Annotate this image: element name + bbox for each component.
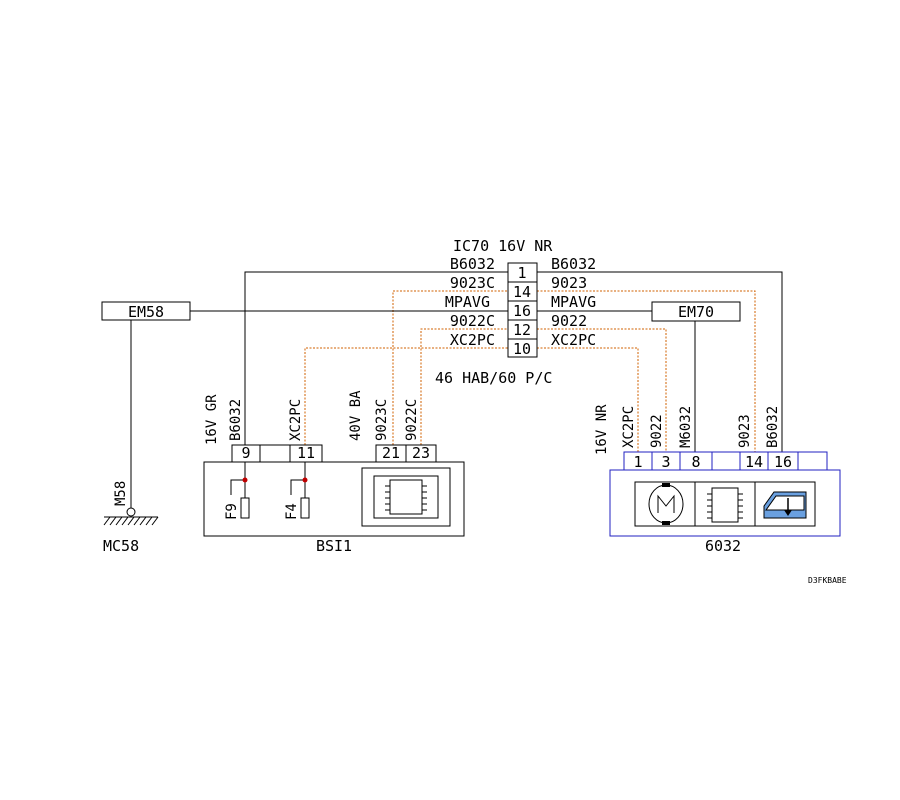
ground-symbol [103,507,159,526]
wire-label: B6032 [551,255,596,273]
module-pin: 8 [691,453,700,471]
em58-label: EM58 [128,303,164,321]
module-wire-label: B6032 [765,406,781,448]
module-wire-label: 9023 [737,414,753,448]
bsi-connector-label: 16V GR [204,394,220,445]
wire-label: 9023 [551,274,587,292]
bsi-module [203,444,465,537]
wire-b6032-left [244,271,508,445]
bsi-wire-label: 9023C [374,399,390,441]
module-wire-label: M6032 [678,406,694,448]
bsi-wire-label: B6032 [228,399,244,441]
module-pin: 3 [661,453,670,471]
wire-label: MPAVG [445,293,490,311]
bsi-pin: 9 [241,444,250,462]
bsi-wire-label: 9022C [404,399,420,441]
ground-wire-label: M58 [113,481,129,506]
wire-label: XC2PC [551,331,596,349]
connector-ic70: 1 14 16 12 10 [507,262,538,358]
connector-pin: 1 [517,264,526,282]
module-wire-label: 9022 [649,414,665,448]
module-pin: 14 [745,453,763,471]
wire-label: XC2PC [450,331,495,349]
bsi-pin: 21 [382,444,400,462]
connector-pin: 12 [513,321,531,339]
connector-pin: 10 [513,340,531,358]
bsi-pin: 11 [297,444,315,462]
wire-label: 9023C [450,274,495,292]
module-name: 6032 [705,537,741,555]
chip-icon [707,487,743,523]
module-wire-label: XC2PC [621,406,637,448]
wire-b6032-right [537,271,783,452]
module-pin: 16 [774,453,792,471]
connector-title: IC70 16V NR [453,237,553,255]
module-pin: 1 [633,453,642,471]
module-6032 [609,451,841,537]
fuse-label: F4 [284,503,300,520]
em70-splice [651,301,741,322]
reference-code: D3FKBABE [808,576,847,585]
wire-label: B6032 [450,255,495,273]
wire-label: MPAVG [551,293,596,311]
connector-pin: 14 [513,283,531,301]
wire-label: 9022C [450,312,495,330]
bsi-connector-label: 40V BA [348,390,364,441]
window-lift-icon [763,491,807,519]
em58-splice [101,301,191,321]
connector-pin: 16 [513,302,531,320]
wire-9023 [537,290,756,452]
bsi-name: BSI1 [316,537,352,555]
wire-xc2pc-left [304,347,508,445]
wire-9022c [420,328,508,445]
fuse-label: F9 [224,503,240,520]
bsi-pin: 23 [412,444,430,462]
em70-label: EM70 [678,303,714,321]
ground-name: MC58 [103,537,139,555]
wire-9023c [392,290,508,445]
wire-9022 [537,328,667,452]
motor-icon [648,483,684,525]
module-connector-label: 16V NR [594,404,610,455]
wire-label: 9022 [551,312,587,330]
connector-subtitle: 46 HAB/60 P/C [435,369,552,387]
bsi-wire-label: XC2PC [288,399,304,441]
